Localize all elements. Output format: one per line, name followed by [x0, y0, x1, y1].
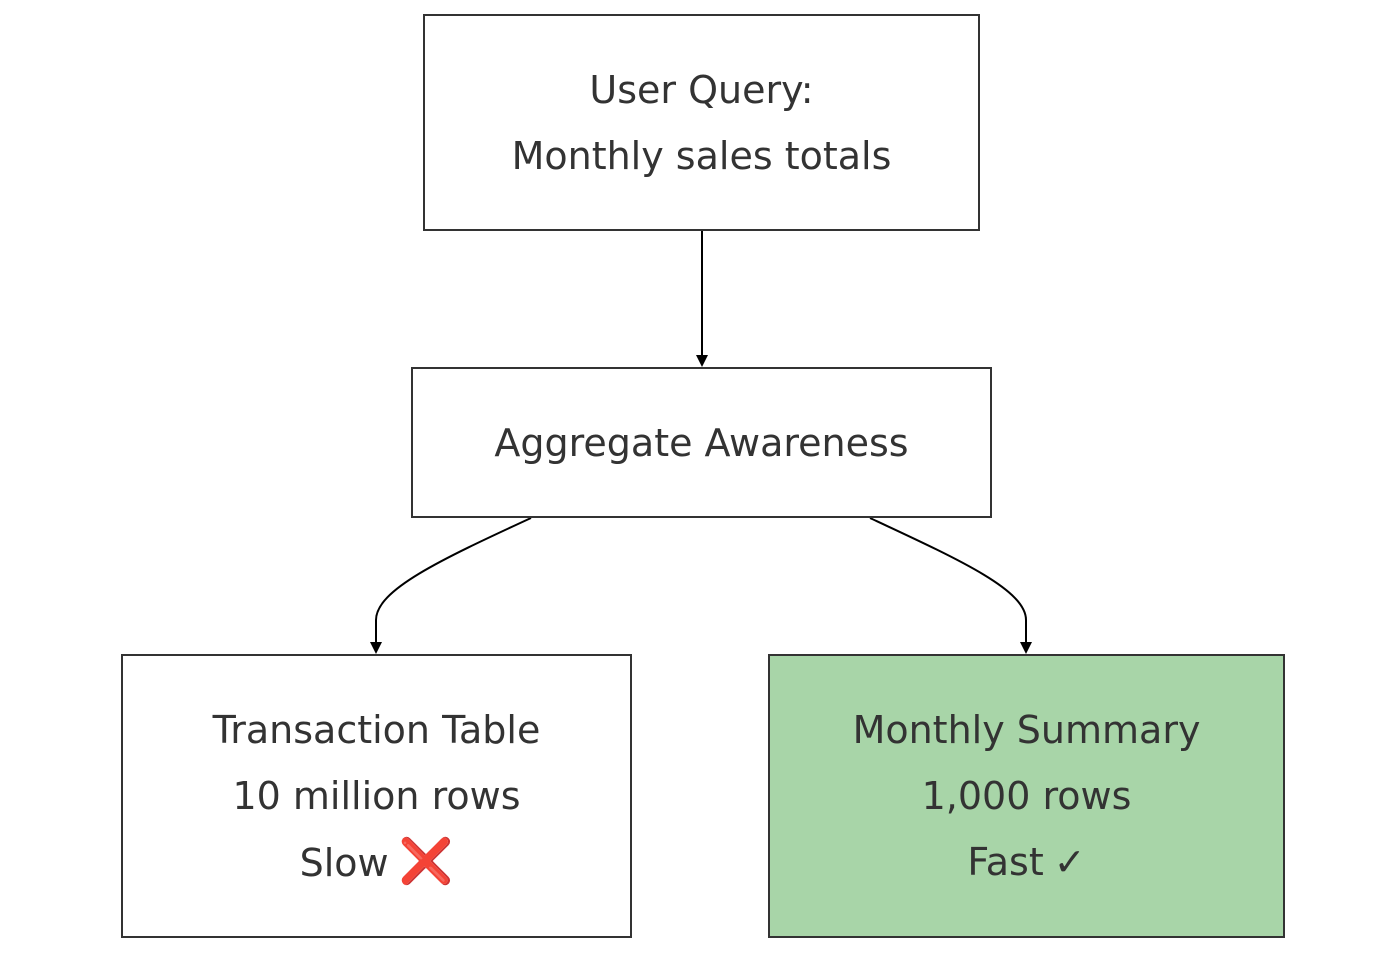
node-monthly-summary-rows: 1,000 rows: [921, 774, 1132, 818]
status-label-slow: Slow: [299, 840, 389, 885]
status-label-fast: Fast: [967, 840, 1044, 884]
edge-aggregate-to-transaction: [370, 517, 532, 654]
node-aggregate-awareness: Aggregate Awareness: [411, 367, 992, 518]
node-monthly-summary: Monthly Summary 1,000 rows Fast✓: [768, 654, 1285, 938]
cross-icon: ❌: [398, 835, 454, 887]
node-transaction-table-status: Slow❌: [300, 829, 454, 896]
node-monthly-summary-status: Fast✓: [967, 829, 1085, 895]
node-user-query-label-line-1: User Query:: [589, 67, 814, 112]
node-user-query-label-line-2: Monthly sales totals: [511, 133, 892, 178]
node-transaction-table-title: Transaction Table: [212, 707, 541, 752]
node-aggregate-awareness-label: Aggregate Awareness: [494, 420, 909, 465]
node-user-query: User Query: Monthly sales totals: [423, 14, 980, 231]
node-monthly-summary-title: Monthly Summary: [852, 708, 1201, 752]
node-transaction-table: Transaction Table 10 million rows Slow❌: [121, 654, 632, 938]
edge-aggregate-to-summary: [869, 517, 1032, 654]
node-transaction-table-rows: 10 million rows: [232, 773, 521, 818]
check-icon: ✓: [1053, 840, 1086, 884]
